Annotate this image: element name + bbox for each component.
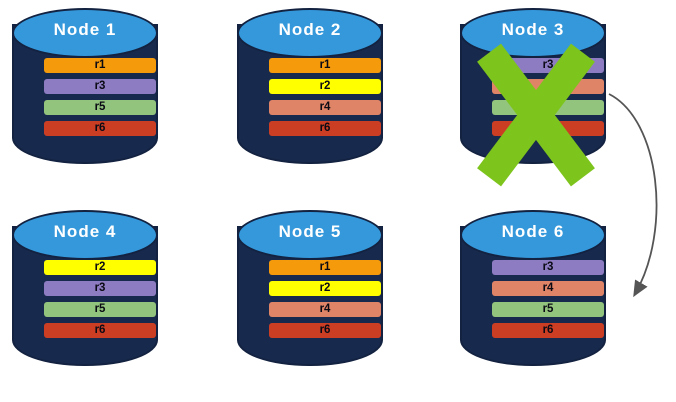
failover-arrow-path <box>608 93 658 298</box>
node-1[interactable]: Node 1 r1 r3 r5 r6 <box>12 6 158 182</box>
record-bar: r2 <box>269 281 381 296</box>
cylinder-top <box>460 210 606 260</box>
node-5[interactable]: Node 5 r1 r2 r4 r6 <box>237 208 383 384</box>
record-bar: r1 <box>269 58 381 73</box>
record-bar: r6 <box>492 323 604 338</box>
record-bar: r5 <box>44 100 156 115</box>
record-bar: r6 <box>44 121 156 136</box>
record-bar: r4 <box>269 100 381 115</box>
record-bar: r3 <box>44 79 156 94</box>
record-bar: r6 <box>44 323 156 338</box>
cylinder-top <box>237 8 383 58</box>
record-bar: r3 <box>492 58 604 73</box>
record-list: r3 r4 r5 r6 <box>492 58 604 136</box>
record-bar: r5 <box>492 100 604 115</box>
record-bar: r1 <box>44 58 156 73</box>
node-2[interactable]: Node 2 r1 r2 r4 r6 <box>237 6 383 182</box>
record-bar: r3 <box>492 260 604 275</box>
record-bar: r4 <box>492 79 604 94</box>
cylinder-top <box>237 210 383 260</box>
record-list: r1 r3 r5 r6 <box>44 58 156 136</box>
record-bar: r6 <box>492 121 604 136</box>
node-3[interactable]: Node 3 r3 r4 r5 r6 <box>460 6 606 182</box>
node-4[interactable]: Node 4 r2 r3 r5 r6 <box>12 208 158 384</box>
cylinder-top <box>460 8 606 58</box>
record-bar: r2 <box>269 79 381 94</box>
node-6[interactable]: Node 6 r3 r4 r5 r6 <box>460 208 606 384</box>
record-bar: r6 <box>269 323 381 338</box>
record-list: r1 r2 r4 r6 <box>269 260 381 338</box>
record-list: r2 r3 r5 r6 <box>44 260 156 338</box>
record-bar: r4 <box>492 281 604 296</box>
record-bar: r5 <box>492 302 604 317</box>
record-bar: r4 <box>269 302 381 317</box>
cylinder-top <box>12 210 158 260</box>
cylinder-top <box>12 8 158 58</box>
record-list: r3 r4 r5 r6 <box>492 260 604 338</box>
record-list: r1 r2 r4 r6 <box>269 58 381 136</box>
record-bar: r2 <box>44 260 156 275</box>
record-bar: r3 <box>44 281 156 296</box>
record-bar: r5 <box>44 302 156 317</box>
record-bar: r6 <box>269 121 381 136</box>
record-bar: r1 <box>269 260 381 275</box>
